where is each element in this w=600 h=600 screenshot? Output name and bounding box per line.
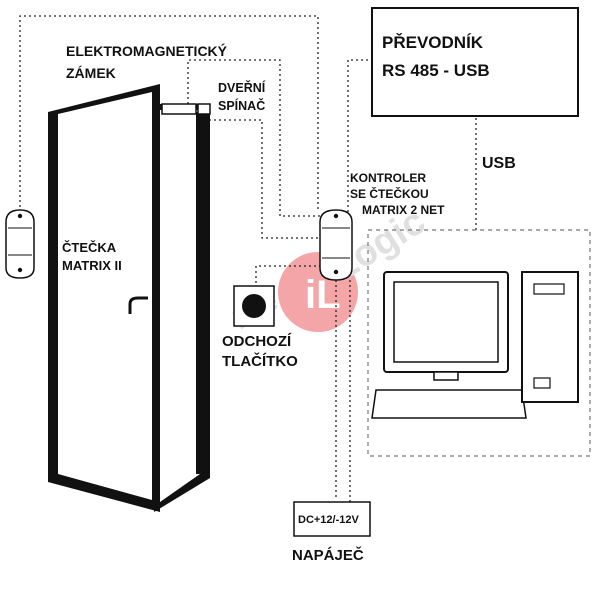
exit-button-label-line1: ODCHOZÍ [222,333,292,350]
controller-label-line1: KONTROLER [350,171,426,185]
controller-label-line2: SE ČTEČKOU [350,186,429,201]
lock-label-line1: ELEKTROMAGNETICKÝ [66,42,228,59]
reader-label-line2: MATRIX II [62,258,122,273]
converter-label-line2: RS 485 - USB [382,61,490,80]
usb-label: USB [482,155,516,172]
converter-box [371,7,579,117]
controller-matrix-2-net-icon [319,209,353,281]
exit-button-icon [233,285,275,327]
exit-button-label-line2: TLAČÍTKO [222,352,298,370]
door-switch [197,103,211,115]
door-switch-label-line2: SPÍNAČ [218,98,265,113]
door-switch-label-line1: DVEŘNÍ [218,80,266,95]
power-supply-label: NAPÁJEČ [292,546,364,564]
wiring-lines [19,15,477,510]
door [48,84,211,512]
power-supply-box [293,501,371,537]
reader-matrix-ii-icon [5,209,35,279]
controller-label-line3: MATRIX 2 NET [362,203,445,217]
lock-label-line2: ZÁMEK [66,65,116,81]
computer-icon [371,271,579,419]
converter-label-line1: PŘEVODNÍK [382,33,484,52]
reader-label-line1: ČTEČKA [62,240,117,255]
electromagnetic-lock [161,103,197,115]
power-supply-voltage: DC+12/-12V [298,514,360,526]
